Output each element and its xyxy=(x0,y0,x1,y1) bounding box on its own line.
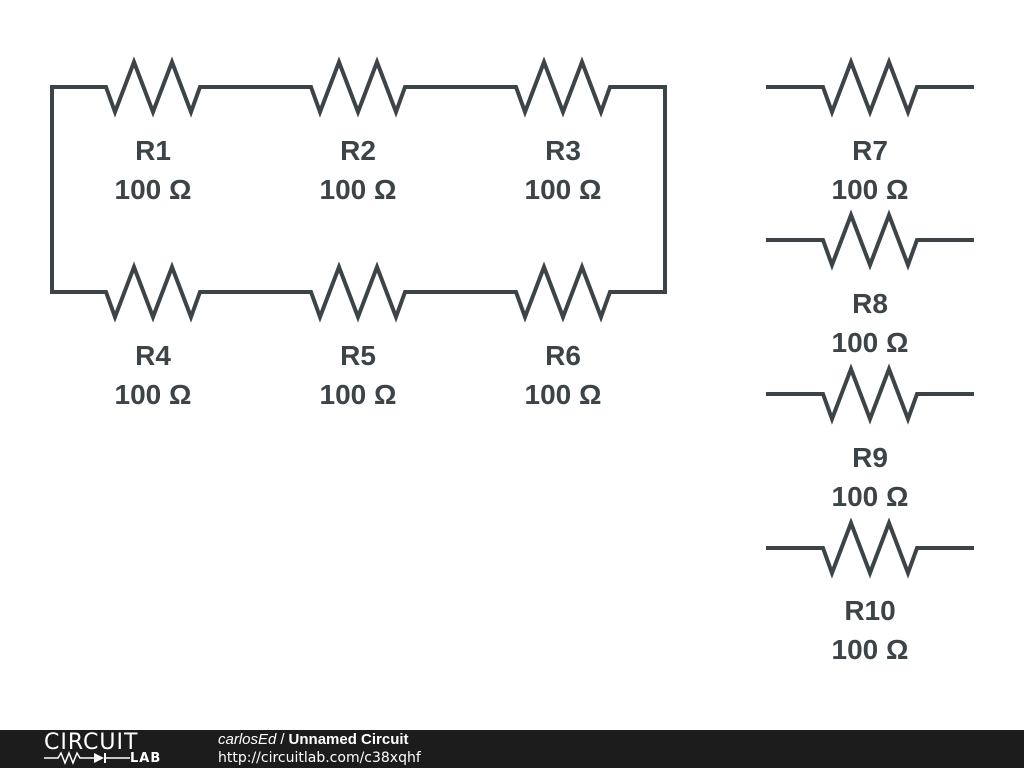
author-link[interactable]: carlosEd xyxy=(218,731,277,748)
r8-value: 100 Ω xyxy=(832,327,909,358)
resistor-r8-symbol[interactable] xyxy=(766,209,974,271)
r2-name: R2 xyxy=(340,135,376,166)
r10-name: R10 xyxy=(844,595,895,626)
right-wire xyxy=(618,85,667,294)
r5-name: R5 xyxy=(340,340,376,371)
circuit-meta: carlosEd/Unnamed Circuit http://circuitl… xyxy=(218,731,421,767)
left-wire xyxy=(50,85,98,294)
resistor-r2-symbol[interactable] xyxy=(299,56,417,118)
resistor-r9-symbol[interactable] xyxy=(766,363,974,425)
circuit-schematic: R1 100 Ω R2 100 Ω R3 100 Ω R4 100 Ω R5 1… xyxy=(50,56,974,665)
r2-value: 100 Ω xyxy=(320,174,397,205)
circuitlab-logo[interactable]: CIRCUIT LAB xyxy=(44,731,176,767)
r1-value: 100 Ω xyxy=(115,174,192,205)
resistor-r1-symbol[interactable] xyxy=(94,56,212,118)
r1-name: R1 xyxy=(135,135,171,166)
r3-name: R3 xyxy=(545,135,581,166)
resistor-r7-symbol[interactable] xyxy=(766,56,974,118)
r7-value: 100 Ω xyxy=(832,174,909,205)
title-separator: / xyxy=(280,731,285,748)
r3-value: 100 Ω xyxy=(525,174,602,205)
r5-value: 100 Ω xyxy=(320,379,397,410)
r10-value: 100 Ω xyxy=(832,634,909,665)
resistor-r5-symbol[interactable] xyxy=(299,261,417,323)
r7-name: R7 xyxy=(852,135,888,166)
title-line: carlosEd/Unnamed Circuit xyxy=(218,731,421,749)
logo-wordmark: CIRCUIT xyxy=(44,730,139,755)
footer-bar: CIRCUIT LAB carlosEd/Unnamed Circuit htt… xyxy=(0,730,1024,768)
circuit-title[interactable]: Unnamed Circuit xyxy=(288,731,409,748)
r9-name: R9 xyxy=(852,442,888,473)
resistor-r6-symbol[interactable] xyxy=(504,261,622,323)
resistor-r3-symbol[interactable] xyxy=(504,56,622,118)
r4-value: 100 Ω xyxy=(115,379,192,410)
r8-name: R8 xyxy=(852,288,888,319)
logo-circuit-icon xyxy=(44,751,130,765)
logo-sub-wordmark: LAB xyxy=(130,751,162,766)
r9-value: 100 Ω xyxy=(832,481,909,512)
r6-name: R6 xyxy=(545,340,581,371)
circuit-url-link[interactable]: http://circuitlab.com/c38xqhf xyxy=(218,750,421,766)
r6-value: 100 Ω xyxy=(525,379,602,410)
r4-name: R4 xyxy=(135,340,171,371)
resistor-r10-symbol[interactable] xyxy=(766,517,974,579)
resistor-r4-symbol[interactable] xyxy=(94,261,212,323)
